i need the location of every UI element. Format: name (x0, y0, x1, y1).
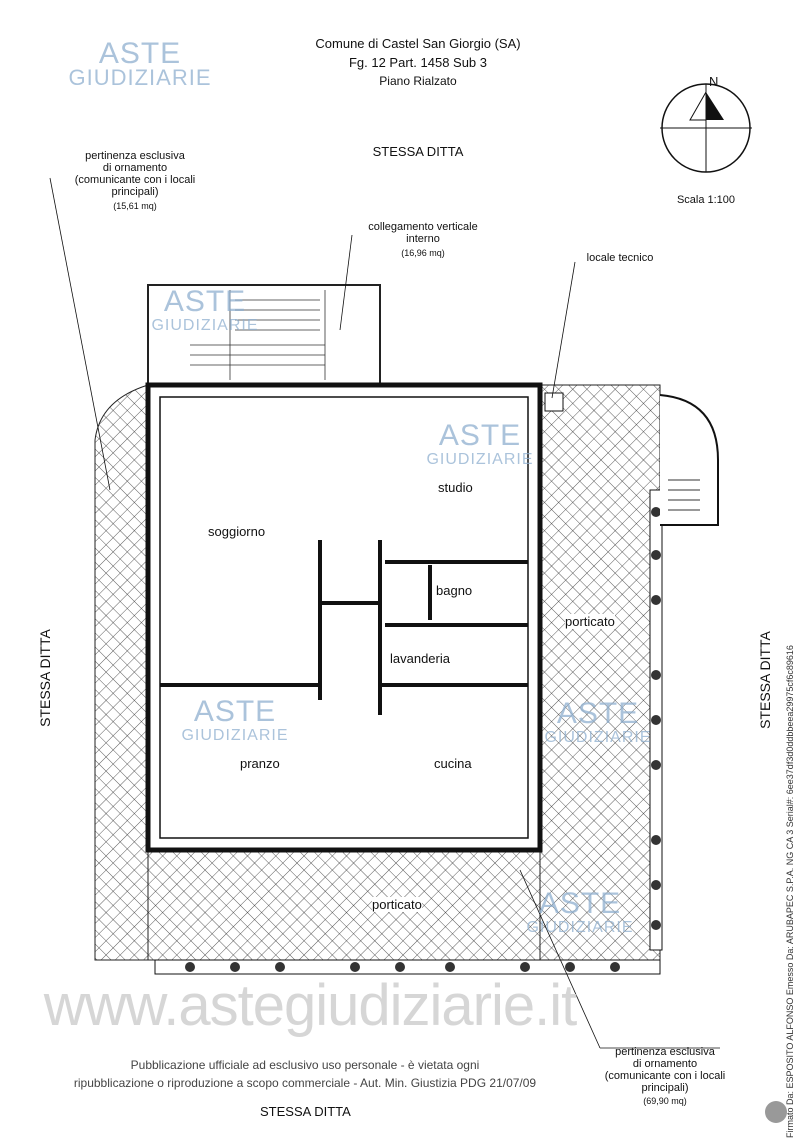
header-foglio: Fg. 12 Part. 1458 Sub 3 (348, 55, 488, 70)
bottom-porticato-hatch (147, 849, 541, 961)
seal-icon (765, 1101, 787, 1123)
publication-notice-line2: ripubblicazione o riproduzione a scopo c… (73, 1076, 537, 1090)
watermark-aste: ASTE (556, 697, 640, 730)
north-arrow-icon (660, 83, 752, 173)
digital-signature: Firmato Da: ESPOSITO ALFONSO Emesso Da: … (785, 645, 795, 1138)
note-line: pertinenza esclusiva (615, 1046, 715, 1058)
note-line: principali) (111, 186, 159, 198)
room-porticato-right: porticato (565, 614, 615, 629)
room-cucina: cucina (434, 756, 472, 771)
building-outline (145, 382, 543, 853)
note-line: (comunicante con i locali (604, 1070, 726, 1082)
header-comune: Comune di Castel San Giorgio (SA) (315, 36, 521, 51)
watermark-giudiziarie: GIUDIZIARIE (526, 919, 634, 936)
watermark-aste: ASTE (438, 419, 522, 452)
room-studio: studio (438, 480, 473, 495)
left-pertinenza-hatch (94, 384, 149, 961)
watermark-giudiziarie: GIUDIZIARIE (544, 729, 652, 746)
room-pranzo: pranzo (240, 756, 280, 771)
note-line: di ornamento (632, 1058, 698, 1070)
locale-tecnico-label: locale tecnico (586, 252, 654, 264)
watermark-aste: ASTE (98, 37, 182, 70)
note-line: principali) (641, 1082, 689, 1094)
room-soggiorno: soggiorno (208, 524, 266, 539)
room-bagno: bagno (436, 583, 473, 598)
compass-north: N (709, 74, 719, 89)
left-neighbor: STESSA DITTA (37, 629, 53, 727)
note-line: pertinenza esclusiva (85, 150, 185, 162)
watermark-aste: ASTE (193, 695, 277, 728)
header-piano: Piano Rialzato (379, 74, 457, 88)
watermark-giudiziarie: GIUDIZIARIE (181, 727, 289, 744)
left-pertinenza-note: pertinenza esclusiva di ornamento (comun… (50, 150, 220, 211)
note-line: collegamento verticale (368, 221, 478, 233)
note-line: di ornamento (102, 162, 168, 174)
watermark-site: www.astegiudiziarie.it (43, 973, 577, 1038)
scale-label: Scala 1:100 (676, 194, 736, 206)
watermark-giudiziarie: GIUDIZIARIE (426, 451, 534, 468)
bottom-neighbor: STESSA DITTA (260, 1104, 351, 1119)
bottom-pertinenza-note: pertinenza esclusiva di ornamento (comun… (590, 1046, 740, 1106)
publication-notice-line1: Pubblicazione ufficiale ad esclusivo uso… (130, 1058, 480, 1072)
watermark-giudiziarie: GIUDIZIARIE (151, 317, 259, 334)
note-area: (16,96 mq) (401, 248, 445, 258)
stair-block (147, 284, 381, 386)
right-neighbor: STESSA DITTA (757, 631, 773, 729)
note-line: (comunicante con i locali (74, 174, 196, 186)
room-porticato-bottom: porticato (372, 897, 422, 912)
top-neighbor: STESSA DITTA (372, 144, 464, 159)
note-area: (69,90 mq) (643, 1096, 687, 1106)
note-area: (15,61 mq) (113, 201, 157, 211)
room-lavanderia: lavanderia (390, 651, 450, 666)
watermark-giudiziarie: GIUDIZIARIE (68, 65, 212, 90)
collegamento-note: collegamento verticale interno (16,96 mq… (343, 221, 503, 258)
watermark-aste: ASTE (538, 887, 622, 920)
right-porticato-hatch (539, 384, 661, 961)
note-line: interno (406, 233, 440, 245)
watermark-aste: ASTE (163, 285, 247, 318)
